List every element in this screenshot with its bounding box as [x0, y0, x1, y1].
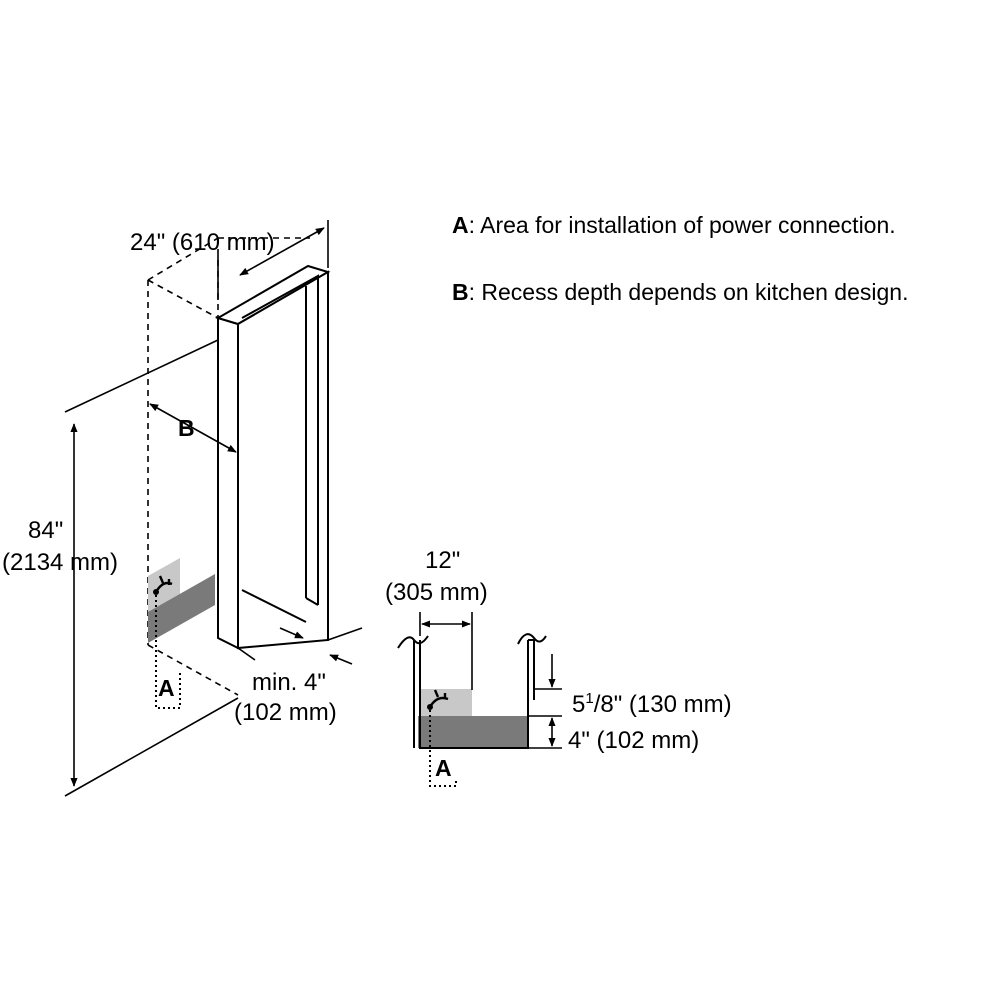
- outlet-point-detail: [427, 704, 433, 710]
- min-gap-dimension: [237, 627, 363, 665]
- legend: A: Area for installation of power connec…: [452, 212, 908, 305]
- detail-width-label-in: 12": [425, 547, 460, 574]
- min-gap-label-mm: (102 mm): [234, 699, 337, 726]
- legend-b: B: Recess depth depends on kitchen desig…: [452, 279, 908, 305]
- detail-lower-label: 4" (102 mm): [568, 727, 699, 754]
- detail-view: [397, 612, 562, 787]
- recess-label: B: [178, 415, 195, 441]
- detail-width-label-mm: (305 mm): [385, 579, 488, 606]
- area-a-leader-main: [155, 595, 181, 709]
- area-a-leader-detail: [429, 710, 457, 787]
- detail-upper-label: 51/8" (130 mm): [572, 690, 732, 718]
- width-label: 24" (610 mm): [130, 229, 275, 256]
- min-gap-label-in: min. 4": [252, 669, 326, 696]
- width-dimension: [217, 220, 329, 300]
- detail-light-zone: [420, 689, 472, 716]
- main-view: [64, 220, 363, 797]
- legend-a: A: Area for installation of power connec…: [452, 212, 896, 238]
- detail-walls: [397, 633, 547, 749]
- height-label-mm: (2134 mm): [2, 549, 118, 576]
- height-label-in: 84": [28, 517, 63, 544]
- dimension-labels: 24" (610 mm) 84" (2134 mm) B A min. 4" (…: [2, 229, 732, 781]
- detail-dark-zone: [418, 716, 528, 748]
- detail-width-dimension: [419, 612, 473, 690]
- area-a-label-detail: A: [435, 755, 452, 781]
- recess-depth-dimension: [149, 403, 237, 453]
- area-a-label-main: A: [158, 675, 175, 701]
- height-dimension: [64, 339, 239, 797]
- outlet-point-main: [153, 589, 159, 595]
- appliance-panel: [215, 264, 331, 650]
- power-area-dark: [148, 574, 215, 643]
- detail-height-dimensions: [528, 654, 562, 749]
